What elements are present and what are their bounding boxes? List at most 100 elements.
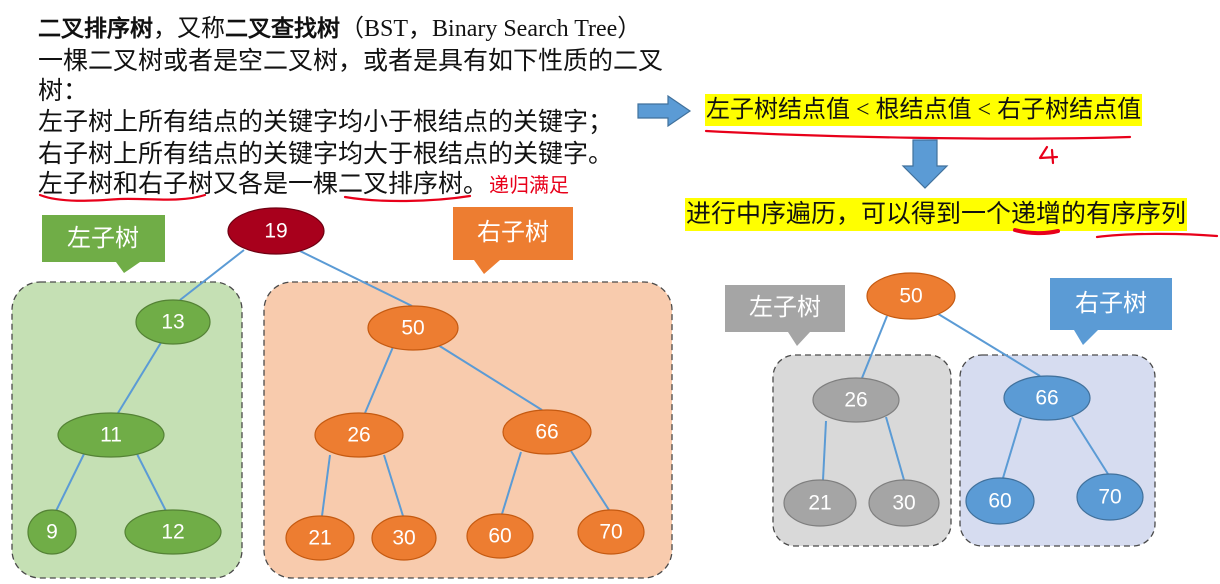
node-ellipse (812, 377, 900, 423)
node-ellipse (1003, 375, 1091, 421)
node-ellipse (577, 509, 645, 555)
node-label: 66 (535, 421, 558, 444)
arrow-right-icon (637, 94, 692, 128)
right-subtree-nodes: 50 26 66 21 30 (285, 305, 645, 561)
node-label: 70 (599, 521, 622, 544)
rule-right-subtree: 右子树上所有结点的关键字均大于根结点的关键字。 (38, 141, 614, 168)
edge (570, 450, 610, 511)
edge (299, 250, 413, 307)
title-term: 二叉排序树 (38, 15, 153, 41)
inorder-conclusion-highlight: 进行中序遍历，可以得到一个递增的有序序列 (685, 198, 1188, 231)
title-alias: 二叉查找树 (225, 15, 340, 41)
node-label: 19 (264, 220, 287, 243)
node-ellipse (783, 479, 857, 527)
title-connector: ，又称 (153, 16, 225, 42)
node-label: 60 (988, 490, 1011, 513)
node-label: 50 (401, 317, 424, 340)
edge (179, 249, 245, 301)
main-tree: 左子树 右子树 19 13 11 (11, 207, 673, 579)
tree-node: 30 (868, 479, 940, 527)
root-node: 50 (866, 272, 956, 320)
tree-node: 66 (1003, 375, 1091, 421)
edge (1002, 417, 1022, 479)
node-ellipse (371, 515, 437, 561)
node-label: 12 (161, 521, 184, 544)
root-node: 19 (227, 207, 325, 255)
edge (934, 311, 1041, 377)
node-ellipse (868, 479, 940, 527)
tree-node: 21 (285, 515, 355, 561)
title-abbreviation: （BST，Binary Search Tree） (340, 16, 642, 42)
node-label: 21 (308, 527, 331, 550)
node-label: 70 (1098, 486, 1121, 509)
node-label: 30 (892, 492, 915, 515)
edge (364, 346, 394, 414)
edge (822, 420, 827, 481)
tree-node: 9 (27, 509, 77, 555)
intro-line-1: 一棵二叉树或者是空二叉树，或者是具有如下性质的二叉 (38, 48, 664, 75)
node-ellipse (27, 509, 77, 555)
edge (321, 454, 331, 517)
left-subtree-callout: 左子树 (42, 215, 165, 273)
left-subtree-callout: 左子树 (725, 285, 845, 346)
right-subtree-region (263, 281, 673, 579)
node-label: 30 (392, 527, 415, 550)
edge (383, 454, 404, 517)
callout-label: 左子树 (749, 294, 821, 321)
intro-line-2: 树： (38, 78, 89, 105)
left-subtree-nodes: 13 11 9 12 (27, 299, 222, 555)
tree-node: 11 (57, 412, 165, 458)
edge (1071, 416, 1109, 475)
tree-node: 60 (466, 513, 534, 559)
node-ellipse (965, 477, 1035, 525)
node-ellipse (135, 299, 211, 345)
node-label: 50 (899, 285, 922, 308)
tree-node: 70 (577, 509, 645, 555)
tree-node: 26 (314, 412, 404, 458)
right-subtree-callout: 右子树 (453, 207, 573, 274)
node-ellipse (124, 509, 222, 555)
node-label: 26 (844, 389, 867, 412)
arrow-down-icon (901, 139, 949, 189)
node-ellipse (367, 305, 459, 351)
definition-title: 二叉排序树，又称二叉查找树（BST，Binary Search Tree） (38, 13, 641, 44)
callout-label: 左子树 (67, 225, 139, 252)
edge (55, 453, 85, 512)
rule-recursive-line: 左子树和右子树又各是一棵二叉排序树。递归满足 (38, 170, 569, 201)
callout-shape (725, 285, 845, 346)
node-label: 66 (1035, 387, 1058, 410)
tree-node: 12 (124, 509, 222, 555)
edge (501, 451, 522, 515)
tree-edges (822, 311, 1109, 481)
tree-node: 13 (135, 299, 211, 345)
tree-node: 30 (371, 515, 437, 561)
node-ellipse (502, 409, 592, 455)
node-label: 26 (347, 424, 370, 447)
edge (117, 340, 163, 414)
callout-shape (453, 207, 573, 274)
rule-recursive: 左子树和右子树又各是一棵二叉排序树。 (38, 171, 489, 198)
tree-node: 66 (502, 409, 592, 455)
edge (861, 315, 888, 379)
node-ellipse (314, 412, 404, 458)
callout-shape (42, 215, 165, 273)
edge (136, 453, 167, 512)
right-subtree-callout: 右子树 (1050, 278, 1172, 345)
node-label: 9 (46, 521, 58, 544)
callout-label: 右子树 (1075, 290, 1147, 317)
node-ellipse (227, 207, 325, 255)
tree-node: 50 (367, 305, 459, 351)
left-subtree-nodes: 26 21 30 (783, 377, 940, 527)
tree-node: 26 (812, 377, 900, 423)
node-ellipse (866, 272, 956, 320)
tree-edges (55, 249, 610, 517)
node-label: 13 (161, 311, 184, 334)
right-subtree-nodes: 66 60 70 (965, 375, 1144, 525)
node-label: 60 (488, 525, 511, 548)
sub-tree: 左子树 右子树 50 26 21 (725, 272, 1172, 547)
edge (437, 344, 543, 411)
tree-node: 21 (783, 479, 857, 527)
rule-left-subtree: 左子树上所有结点的关键字均小于根结点的关键字； (38, 109, 614, 136)
